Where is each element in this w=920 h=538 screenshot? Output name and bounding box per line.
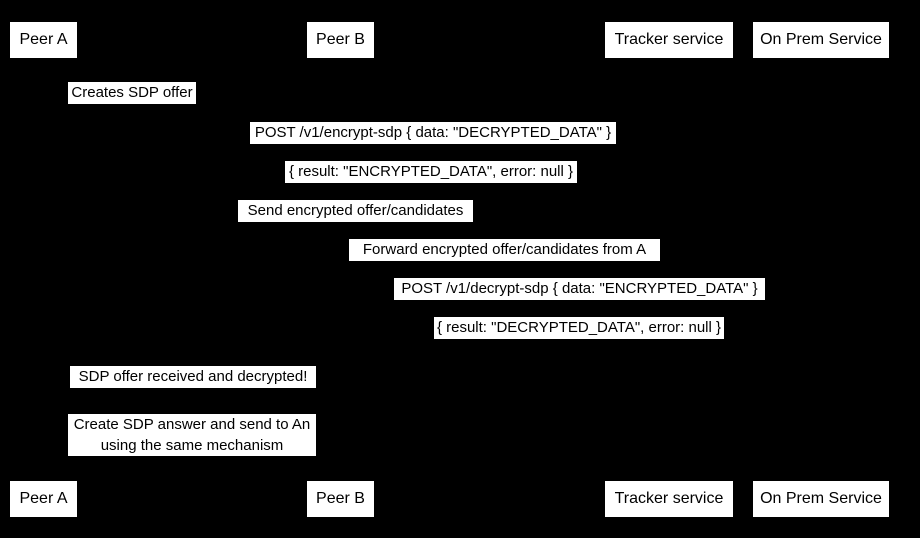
message-text: Send encrypted offer/candidates [247,202,464,219]
message-encrypt-sdp-result: { result: "ENCRYPTED_DATA", error: null … [285,161,577,183]
arrow-forward-encrypted-offer [340,262,668,263]
arrow-decrypt-sdp-result [340,340,820,341]
message-post-decrypt-sdp: POST /v1/decrypt-sdp { data: "ENCRYPTED_… [394,278,765,300]
participant-peer-b-bottom[interactable]: Peer B [307,481,374,517]
message-text: { result: "DECRYPTED_DATA", error: null … [436,319,722,336]
message-text: { result: "ENCRYPTED_DATA", error: null … [288,163,574,180]
arrow-post-encrypt-sdp [43,145,820,146]
participant-on-prem-service-bottom[interactable]: On Prem Service [753,481,889,517]
participant-peer-a-top[interactable]: Peer A [10,22,77,58]
participant-label: Tracker service [614,31,724,48]
participant-label: Peer B [316,31,365,48]
message-text: SDP offer received and decrypted! [78,368,308,385]
participant-peer-a-bottom[interactable]: Peer A [10,481,77,517]
participant-label: Peer A [19,490,68,507]
message-text: Create SDP answer and send to An using t… [74,414,311,456]
message-forward-encrypted-offer: Forward encrypted offer/candidates from … [349,239,660,261]
participant-peer-b-top[interactable]: Peer B [307,22,374,58]
message-post-encrypt-sdp: POST /v1/encrypt-sdp { data: "DECRYPTED_… [250,122,616,144]
participant-label: On Prem Service [760,31,882,48]
arrow-send-encrypted-offer [43,223,668,224]
lifeline-peer-b [340,58,341,478]
message-send-encrypted-offer: Send encrypted offer/candidates [238,200,473,222]
arrow-post-decrypt-sdp [340,301,820,302]
message-sdp-offer-received: SDP offer received and decrypted! [70,366,316,388]
participant-tracker-service-top[interactable]: Tracker service [605,22,733,58]
message-text-line-1: Create SDP answer and send to An [73,416,311,433]
arrow-encrypt-sdp-result [43,184,820,185]
arrow-sdp-offer-received [340,389,400,390]
participant-label: Tracker service [614,490,724,507]
lifeline-tracker-service [668,58,669,478]
message-text: POST /v1/encrypt-sdp { data: "DECRYPTED_… [254,124,612,141]
message-create-sdp-answer: Create SDP answer and send to An using t… [68,414,316,456]
message-text-line-2: using the same mechanism [100,437,284,454]
lifeline-on-prem-service [820,58,821,478]
participant-label: Peer B [316,490,365,507]
arrow-creates-sdp-offer [43,105,103,106]
message-creates-sdp-offer: Creates SDP offer [68,82,196,104]
message-text: POST /v1/decrypt-sdp { data: "ENCRYPTED_… [401,280,758,297]
participant-label: Peer A [19,31,68,48]
message-text: Creates SDP offer [71,84,193,101]
participant-label: On Prem Service [760,490,882,507]
lifeline-peer-a [43,58,44,478]
participant-tracker-service-bottom[interactable]: Tracker service [605,481,733,517]
message-decrypt-sdp-result: { result: "DECRYPTED_DATA", error: null … [434,317,724,339]
message-text: Forward encrypted offer/candidates from … [362,241,647,258]
participant-on-prem-service-top[interactable]: On Prem Service [753,22,889,58]
